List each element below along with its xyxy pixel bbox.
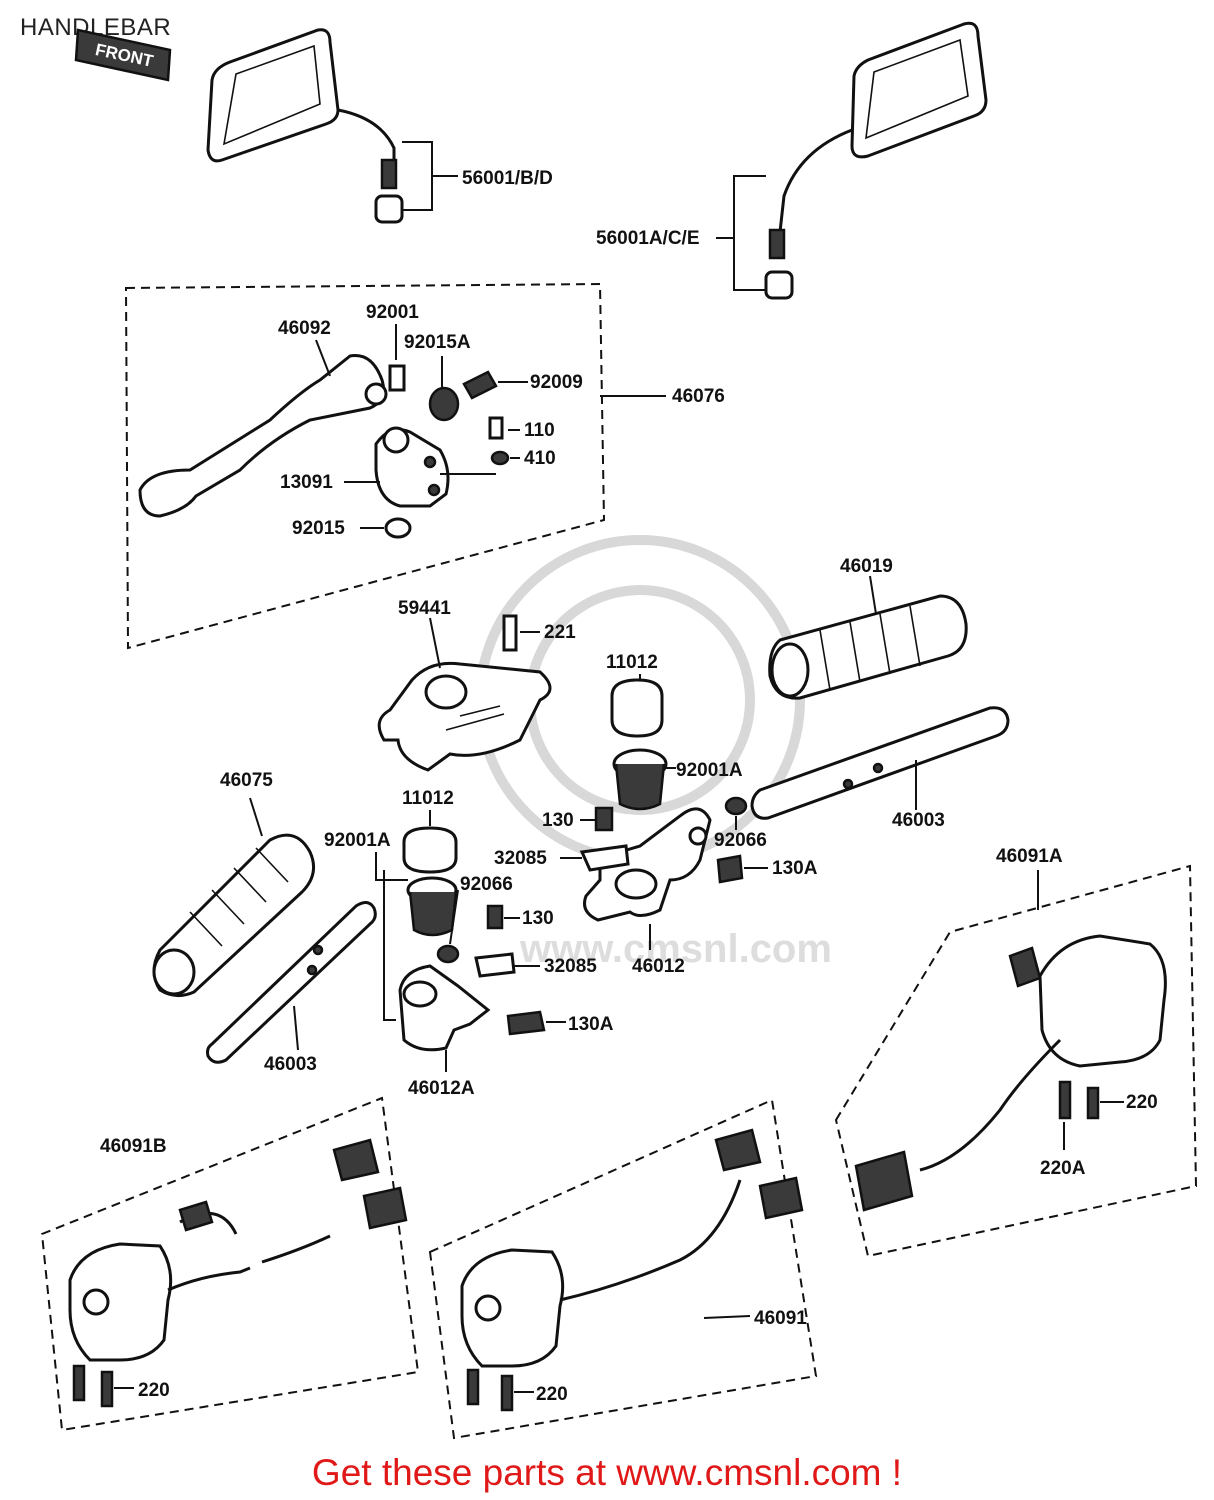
label-92009: 92009 <box>530 372 583 393</box>
label-46091a: 46091A <box>996 846 1063 867</box>
switch-46091a <box>854 934 1167 1212</box>
watermark-text: www.cmsnl.com <box>519 927 832 971</box>
screw-130a-left <box>506 1010 546 1036</box>
leader-46092 <box>315 339 331 377</box>
left-grip <box>152 833 316 997</box>
switch-46091 <box>460 1128 804 1368</box>
switch-46091b <box>68 1138 408 1362</box>
right-mirror <box>764 21 988 300</box>
grommet-92001a-left <box>406 876 458 937</box>
label-46012: 46012 <box>632 956 685 977</box>
washer-410 <box>490 450 510 466</box>
leader-46075 <box>249 797 263 837</box>
label-46092: 46092 <box>278 318 331 339</box>
screw-220-b1 <box>72 1364 86 1402</box>
label-110: 110 <box>524 420 555 441</box>
left-mirror <box>206 28 404 224</box>
front-direction-marker: FRONT <box>74 28 172 82</box>
screw-220-c1 <box>466 1368 480 1406</box>
switch-46091a-box <box>834 864 1198 1258</box>
leader-56001-ace <box>716 175 766 291</box>
label-410: 410 <box>524 448 556 469</box>
leader-46091 <box>703 1315 751 1319</box>
bolt-92001 <box>388 364 406 392</box>
screw-130-left <box>486 904 504 930</box>
cmsnl-link[interactable]: Get these parts at www.cmsnl.com ! <box>311 1452 903 1493</box>
label-13091: 13091 <box>280 472 333 493</box>
label-92066-right: 92066 <box>714 830 767 851</box>
switch-housing-46012 <box>583 807 712 922</box>
clamp-32085-right <box>579 844 630 872</box>
handlebar-right <box>750 706 1010 820</box>
screw-220-c2 <box>500 1374 514 1412</box>
switch-46091b-box <box>40 1096 420 1432</box>
label-130a-left: 130A <box>568 1014 614 1035</box>
cap-92066-right <box>724 796 748 816</box>
switch-housing-46012a <box>398 964 491 1052</box>
label-92001a-right: 92001A <box>676 760 743 781</box>
screw-220-b2 <box>100 1370 114 1408</box>
label-11012-left: 11012 <box>402 788 454 809</box>
label-221: 221 <box>544 622 576 643</box>
cover-plate <box>377 661 552 772</box>
leader-92001a-left <box>375 852 408 1021</box>
label-92015a: 92015A <box>404 332 471 353</box>
nut-92015a <box>428 386 460 422</box>
leader-92066-left <box>449 889 459 945</box>
label-130-right: 130 <box>542 810 574 831</box>
lever-holder <box>374 426 450 508</box>
adjuster-92009 <box>462 370 498 400</box>
label-130-left: 130 <box>522 908 554 929</box>
label-220-middle: 220 <box>536 1384 568 1405</box>
label-56001-b-d: 56001/B/D <box>462 168 553 189</box>
label-46091b: 46091B <box>100 1136 167 1157</box>
screw-130a-right <box>716 854 744 884</box>
label-46012a: 46012A <box>408 1078 475 1099</box>
leader-13091 <box>344 473 496 483</box>
clutch-lever <box>138 354 388 518</box>
cap-11012-right <box>610 678 664 738</box>
label-46076: 46076 <box>672 386 725 407</box>
label-92001a-left: 92001A <box>324 830 391 851</box>
label-220a: 220A <box>1040 1158 1086 1179</box>
screw-220-a <box>1086 1086 1100 1120</box>
label-92066-left: 92066 <box>460 874 513 895</box>
label-32085-left: 32085 <box>544 956 597 977</box>
label-220-left: 220 <box>138 1380 170 1401</box>
label-220-right: 220 <box>1126 1092 1158 1113</box>
label-46075: 46075 <box>220 770 273 791</box>
label-46003-left: 46003 <box>264 1054 317 1075</box>
label-92015: 92015 <box>292 518 345 539</box>
nut-92015 <box>384 517 412 539</box>
grommet-92001a-right <box>612 748 668 811</box>
label-92001: 92001 <box>366 302 419 323</box>
screw-221 <box>502 614 518 652</box>
switch-46091-box <box>428 1098 818 1440</box>
label-46091: 46091 <box>754 1308 807 1329</box>
right-grip <box>768 594 968 700</box>
handlebar-left <box>206 901 377 1064</box>
clutch-lever-assembly-box <box>124 282 606 650</box>
clamp-32085-left <box>474 952 516 978</box>
screw-220a <box>1058 1080 1072 1120</box>
label-11012-right: 11012 <box>606 652 658 673</box>
screw-110 <box>488 416 504 440</box>
leader-46019 <box>869 575 877 615</box>
label-46019: 46019 <box>840 556 893 577</box>
label-32085-right: 32085 <box>494 848 547 869</box>
cap-92066-left <box>436 944 460 964</box>
footer: Get these parts at www.cmsnl.com ! <box>0 1452 1214 1494</box>
leader-56001-bd <box>402 141 458 211</box>
screw-130-right <box>594 806 614 832</box>
cap-11012-left <box>402 826 458 874</box>
label-46003-right: 46003 <box>892 810 945 831</box>
leader-59441 <box>429 617 441 669</box>
label-59441: 59441 <box>398 598 451 619</box>
label-130a-right: 130A <box>772 858 818 879</box>
label-56001a-c-e: 56001A/C/E <box>596 228 700 249</box>
leader-46003-left <box>293 1005 299 1051</box>
